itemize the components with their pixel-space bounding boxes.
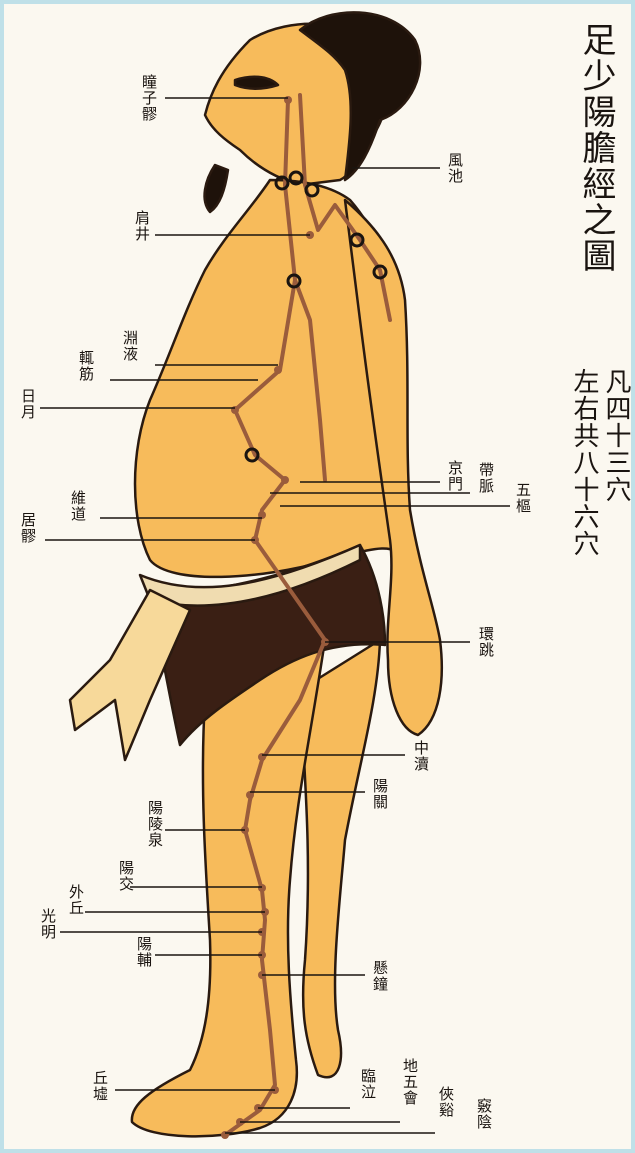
label-xuanzhong: 懸鐘 — [372, 960, 388, 992]
diagram-title: 足少陽膽經之圖 — [572, 22, 621, 274]
front-leg — [132, 640, 325, 1136]
beard — [205, 165, 228, 212]
label-zhongdu: 中瀆 — [413, 740, 429, 772]
label-jingmen: 京門 — [447, 460, 463, 492]
label-daimai: 帶脈 — [478, 462, 494, 494]
label-diwuhui: 地五會 — [402, 1058, 418, 1106]
label-huantiao: 環跳 — [478, 626, 494, 658]
point-count-single: 凡四十三穴 — [598, 368, 635, 503]
label-weidao: 維道 — [70, 490, 86, 522]
label-yangguan: 陽關 — [372, 778, 388, 810]
point-count-total: 左右共八十六穴 — [566, 368, 603, 557]
label-jianjing: 肩井 — [134, 210, 150, 242]
label-fengchi: 風池 — [447, 152, 463, 184]
label-tongziliao: 瞳子髎 — [141, 74, 157, 122]
label-linqi: 臨泣 — [360, 1068, 376, 1100]
label-yuanye: 淵液 — [122, 330, 138, 362]
label-qiaoyin: 竅陰 — [476, 1098, 492, 1130]
label-juliao: 居髎 — [20, 512, 36, 544]
label-yanglingquan: 陽陵泉 — [147, 800, 163, 848]
label-yangfu: 陽輔 — [136, 936, 152, 968]
label-riyue: 日月 — [20, 388, 36, 420]
label-wushu: 五樞 — [515, 482, 531, 514]
label-waiqiu: 外丘 — [68, 884, 84, 916]
label-guangming: 光明 — [40, 908, 56, 940]
label-xiaxi: 俠谿 — [438, 1086, 454, 1118]
label-zhejin: 輒筋 — [78, 350, 94, 382]
label-qiuxu: 丘墟 — [92, 1070, 108, 1102]
label-yangjiao: 陽交 — [118, 860, 134, 892]
